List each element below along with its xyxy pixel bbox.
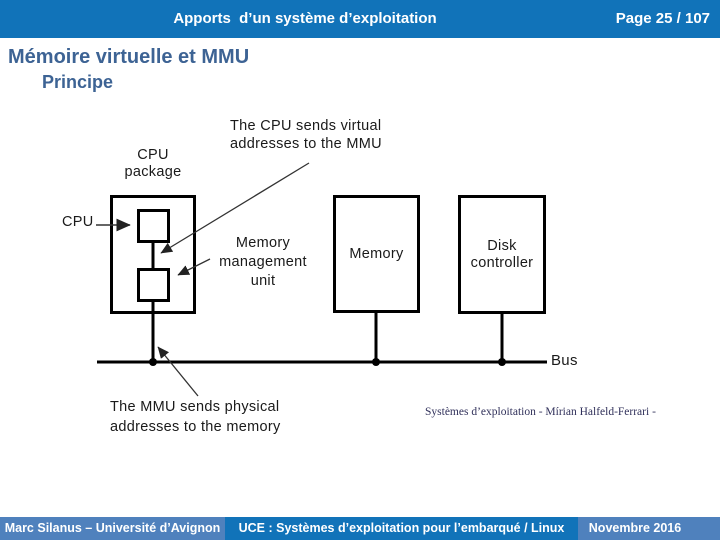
junction-dot [498,358,506,366]
label-line: CPU [137,147,169,163]
label-line: Memory [235,235,291,251]
mmu-box [137,268,170,302]
slide-subtitle: Principe [42,72,114,92]
annotation-virtual-addresses: The CPU sends virtual addresses to the M… [230,118,382,153]
slide-title: Mémoire virtuelle et MMU [8,46,250,68]
cpu-package-label: CPU package [106,147,200,181]
label-line: package [124,164,182,180]
annotation-line: The MMU sends physical [110,399,280,415]
page-number: Page 25 / 107 [615,10,710,27]
disk-controller-label: Disk controller [471,238,534,272]
junction-dot [372,358,380,366]
header-bar: Apports d’un système d’exploitation Page… [0,0,720,38]
annotation-line: addresses to the MMU [230,135,382,152]
cpu-box [137,209,170,243]
footer-author: Marc Silanus – Université d’Avignon [0,517,225,540]
memory-label: Memory [349,246,404,262]
annotation-line: addresses to the memory [110,419,281,435]
label-line: management [219,254,307,270]
footer-course: UCE : Systèmes d’exploitation pour l’emb… [225,517,578,540]
footer-date: Novembre 2016 [578,517,720,540]
label-line: controller [470,254,534,271]
header-title: Apports d’un système d’exploitation [173,10,437,27]
mmu-label: Memory management unit [207,234,319,291]
memory-box: Memory [333,195,420,313]
bus-junction-dots [149,358,506,366]
bus-label: Bus [551,352,578,369]
physical-address-arrow [157,346,199,397]
annotation-line: The CPU sends virtual [230,118,382,134]
cpu-label: CPU [62,214,94,230]
label-line: unit [250,273,276,289]
attribution-text: Systèmes d’exploitation - Mírian Halfeld… [425,406,656,418]
annotation-physical-addresses: The MMU sends physical addresses to the … [110,397,281,437]
junction-dot [149,358,157,366]
label-line: Disk [487,237,517,254]
disk-controller-box: Disk controller [458,195,546,314]
